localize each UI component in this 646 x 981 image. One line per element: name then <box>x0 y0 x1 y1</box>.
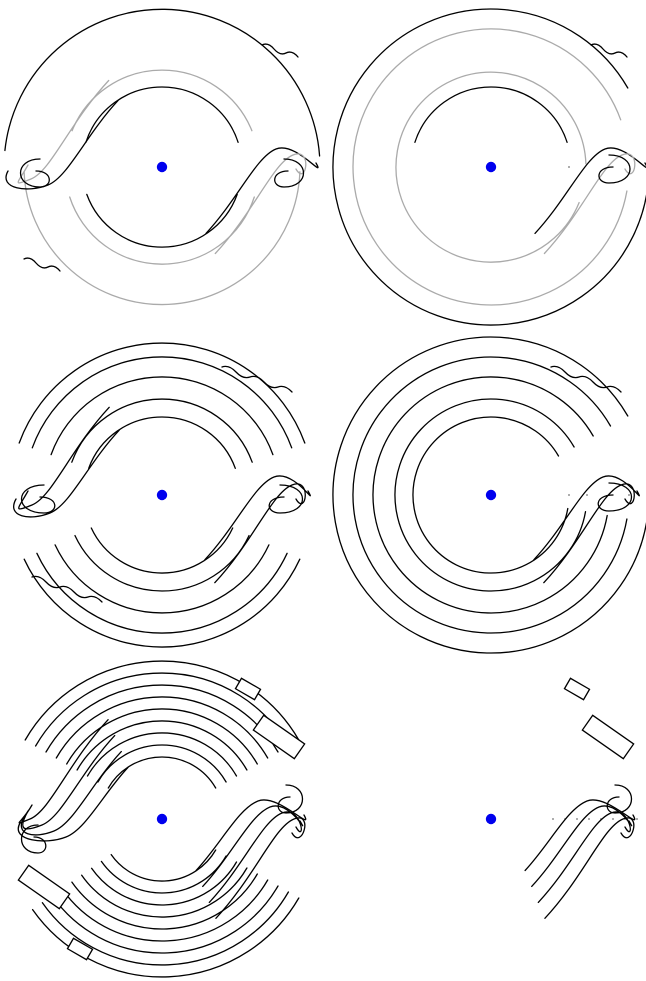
ring-strand <box>91 528 232 573</box>
ring-strand <box>415 87 567 142</box>
panel-row3-right <box>486 678 646 918</box>
s-band-strand <box>19 720 108 823</box>
panel-row3-left <box>18 661 305 977</box>
ring-strand <box>46 685 278 752</box>
panel-row2-left <box>14 343 311 647</box>
twist-box <box>67 938 92 959</box>
ring-strand <box>5 9 320 156</box>
twist-strand <box>551 366 621 392</box>
panel-row1-right <box>333 9 646 325</box>
s-band-strand <box>19 407 109 509</box>
clasp-strand <box>21 159 50 187</box>
s-band-strand <box>209 812 301 902</box>
s-band-strand <box>538 812 630 902</box>
center-point <box>486 490 496 500</box>
s-band-strand <box>215 154 305 254</box>
ring-strand <box>87 194 237 247</box>
ring-strand <box>92 862 237 905</box>
s-band-strand <box>203 806 303 886</box>
panel-row2-right <box>333 337 646 653</box>
s-band-strand <box>6 101 118 189</box>
twist-box <box>564 678 589 699</box>
s-band-strand <box>532 806 632 886</box>
twist-strand <box>222 366 292 392</box>
twist-box <box>18 865 69 908</box>
clasp-strand <box>598 483 631 511</box>
clasp-strand <box>278 785 302 813</box>
twist-strand <box>24 258 60 271</box>
twist-strand <box>262 44 298 57</box>
ring-strand <box>19 343 305 443</box>
ring-strand <box>72 399 252 462</box>
twist-box <box>235 678 260 699</box>
twist-strand <box>591 44 627 57</box>
ring-strand <box>56 697 267 758</box>
center-point <box>157 490 167 500</box>
ring-strand <box>108 757 215 788</box>
s-band-strand <box>196 800 306 871</box>
s-band-strand <box>18 768 128 841</box>
twist-box <box>582 715 633 758</box>
ring-strand <box>51 377 273 455</box>
center-point <box>486 814 496 824</box>
s-band-strand <box>215 484 305 583</box>
clasp-strand <box>22 825 46 853</box>
s-band-strand <box>18 81 108 183</box>
panel-row1-left <box>5 9 320 304</box>
ring-strand <box>24 559 300 647</box>
ring-strand <box>32 357 291 448</box>
ring-strand <box>89 417 236 468</box>
center-point <box>486 162 496 172</box>
ring-strand <box>88 733 237 776</box>
s-band-strand <box>544 484 634 583</box>
s-band-strand <box>525 800 635 871</box>
center-point <box>157 814 167 824</box>
clasp-strand <box>607 785 631 813</box>
ring-strand <box>72 70 252 131</box>
ring-strand <box>24 172 300 305</box>
center-point <box>157 162 167 172</box>
ring-strand <box>86 87 238 142</box>
